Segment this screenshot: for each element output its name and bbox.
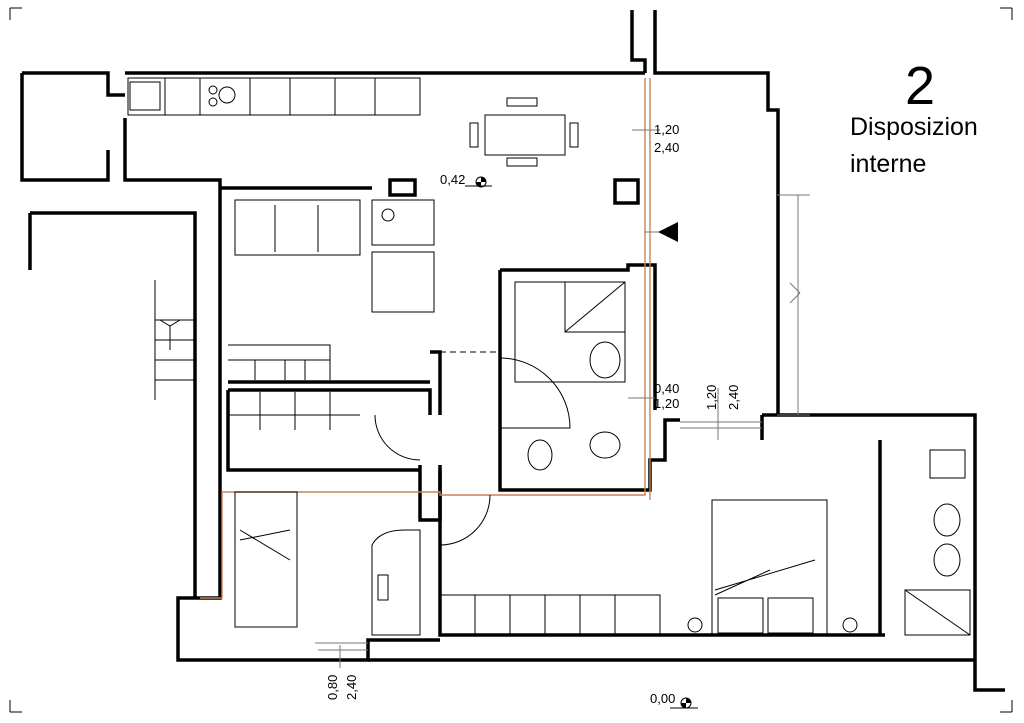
- doors: [374, 357, 571, 546]
- kitchen: [127, 77, 421, 116]
- sheet-title-line2: interne: [850, 150, 926, 178]
- sheet-title-line1: Disposizion: [850, 113, 978, 141]
- dim-label: 2,40: [344, 675, 359, 700]
- dim-label: 2,40: [654, 140, 679, 155]
- level-label: 0,00: [650, 691, 675, 706]
- dim-label: 2,40: [726, 385, 741, 410]
- dim-label: 0,80: [325, 675, 340, 700]
- stove-icon: [218, 86, 236, 104]
- crop-marks: [9, 7, 1013, 713]
- entrance-arrow-icon: [658, 222, 678, 242]
- dining-table: [469, 97, 579, 167]
- labels: 2 Disposizion interne 1,20 2,40 0,42 0,4…: [325, 56, 978, 706]
- bathroom: [514, 281, 626, 471]
- master-bedroom: [440, 499, 858, 636]
- windows: [315, 129, 810, 668]
- level-markers: [465, 176, 698, 709]
- original-walls-overlay: [200, 78, 651, 599]
- level-label: 0,42: [440, 172, 465, 187]
- dim-label: 1,20: [654, 122, 679, 137]
- ensuite: [904, 449, 971, 636]
- stairs: [154, 280, 196, 400]
- dim-label: 0,40: [654, 381, 679, 396]
- sheet-number: 2: [905, 56, 935, 116]
- dim-label: 1,20: [654, 396, 679, 411]
- living-furniture: [228, 199, 500, 430]
- walls: [20, 10, 1005, 692]
- sink-icon: [129, 81, 161, 111]
- small-bedroom: [234, 491, 421, 636]
- dim-label: 1,20: [704, 385, 719, 410]
